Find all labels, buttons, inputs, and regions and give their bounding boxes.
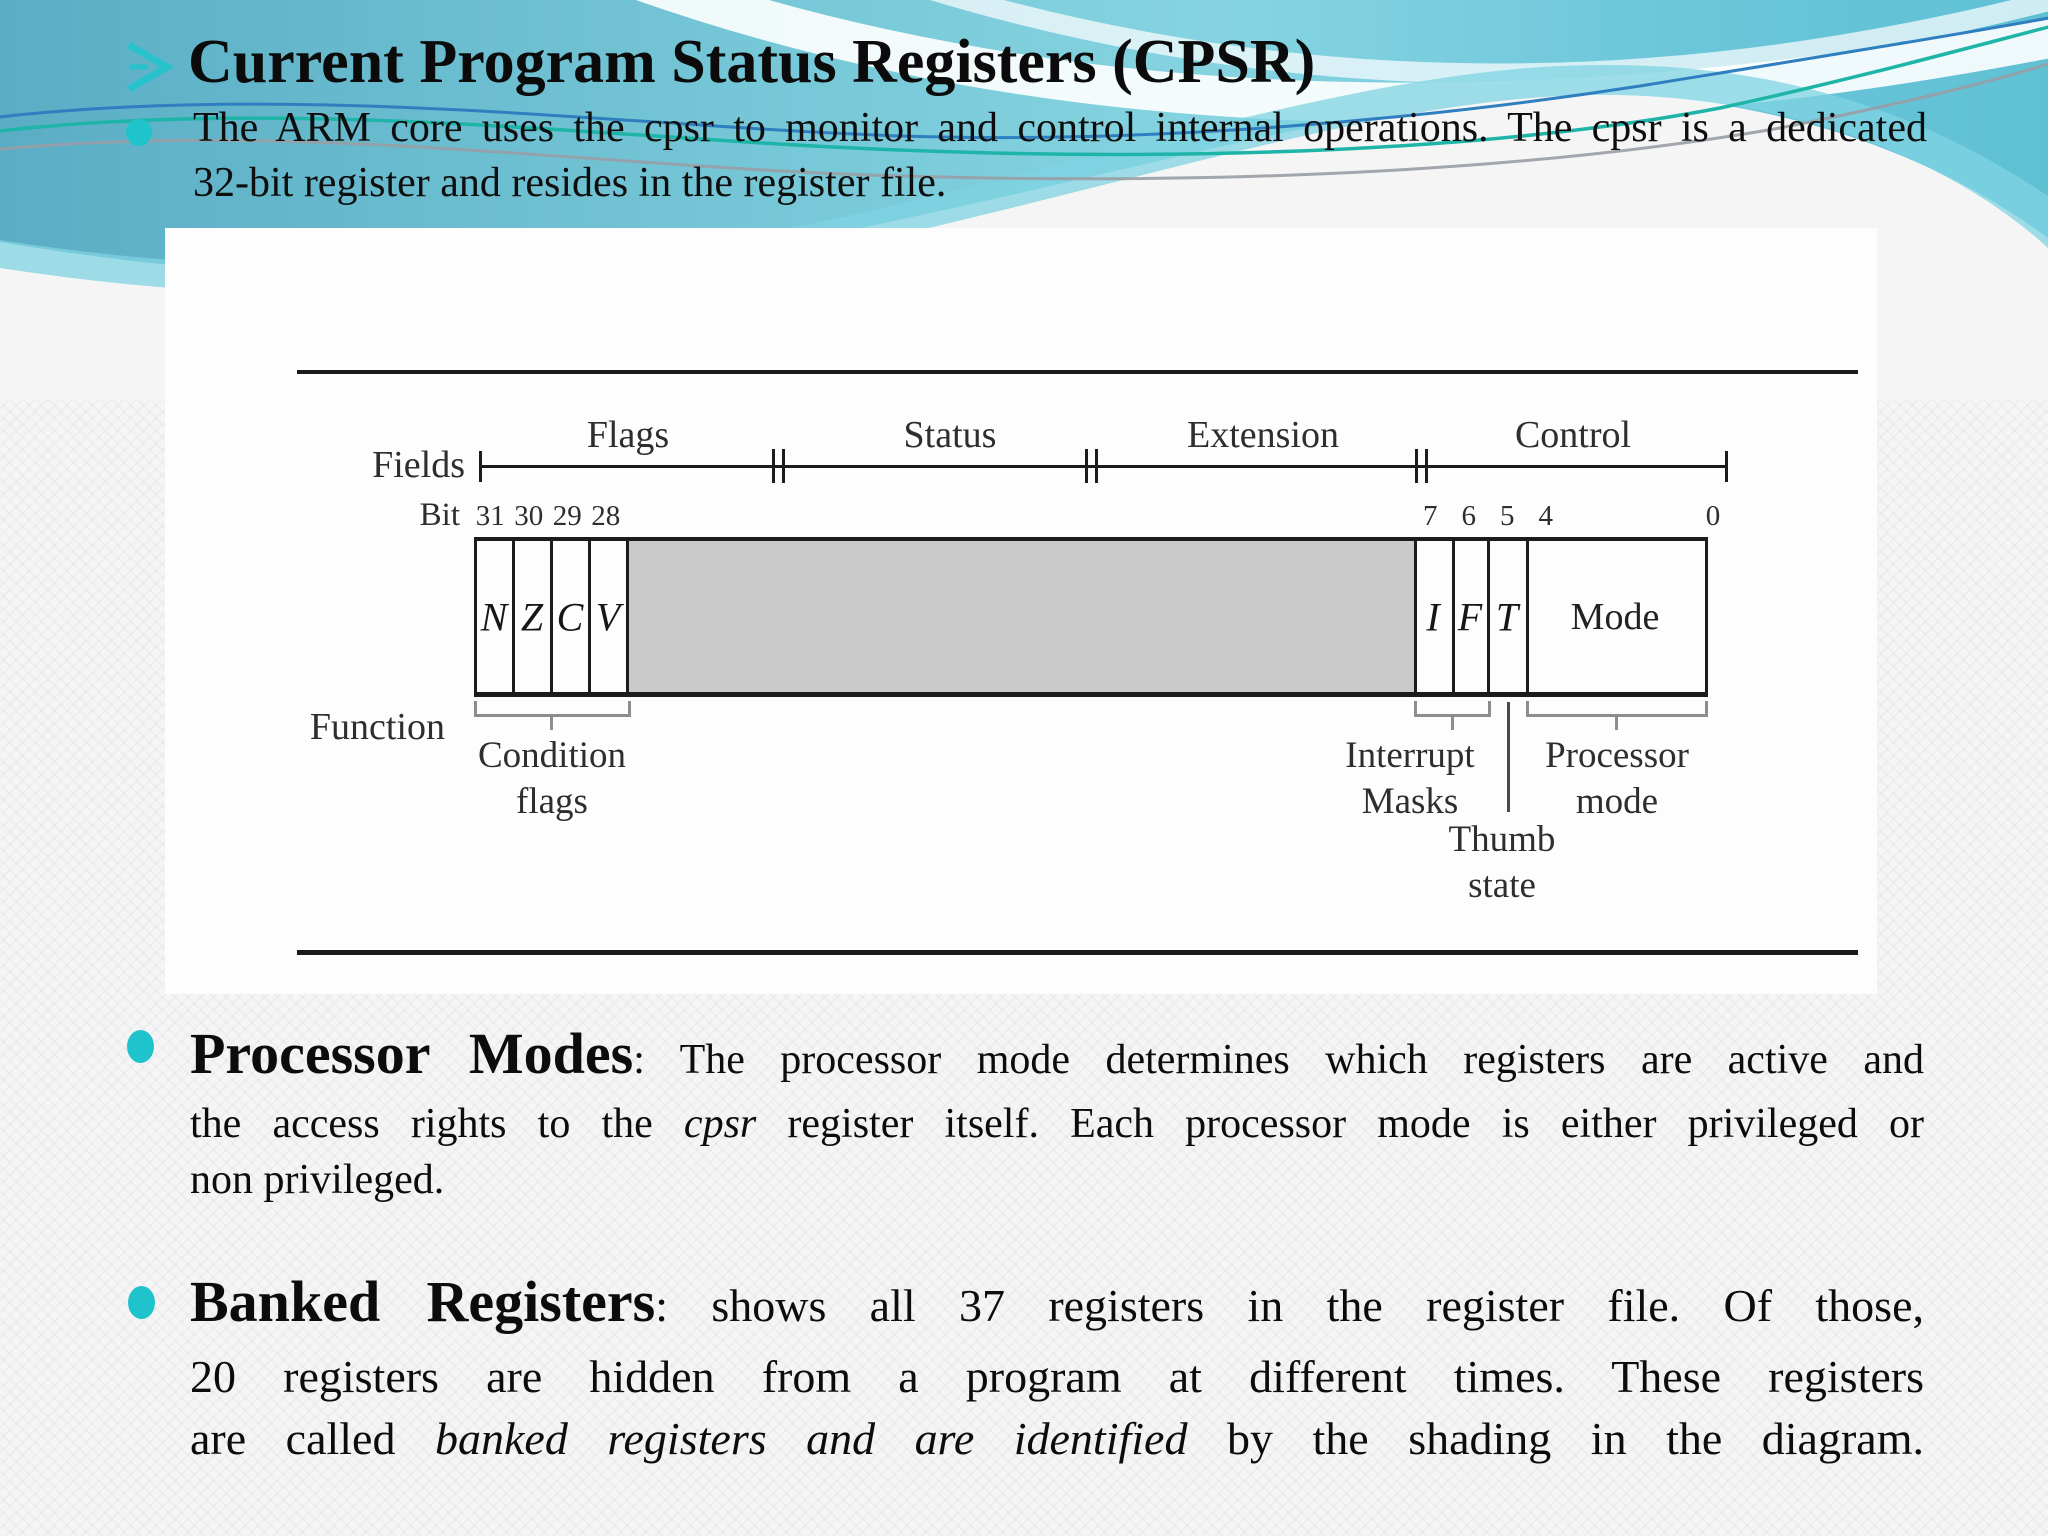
- thumb-pointer-line: [1507, 702, 1510, 812]
- bullet-dot-icon: [127, 1030, 154, 1063]
- bit-number: 31: [475, 500, 505, 532]
- cell-divider: [1487, 541, 1490, 692]
- register-box: N Z C V I F T Mode: [474, 537, 1708, 697]
- processor-mode-label: mode: [1575, 781, 1659, 822]
- processor-modes-line: Processor Modes: The processor mode dete…: [190, 1021, 1925, 1086]
- bit-number: 5: [1500, 500, 1515, 532]
- flag-cell-z: Z: [520, 594, 544, 639]
- interrupt-label: Interrupt: [1345, 735, 1475, 776]
- banked-registers-line: are called banked registers and are iden…: [190, 1413, 1924, 1464]
- bit-number: 29: [552, 500, 582, 532]
- bracket-break-mark: [1415, 449, 1418, 483]
- bracket-stem: [1451, 717, 1454, 730]
- bracket-break-mark: [772, 449, 775, 483]
- thumb-label: state: [1468, 865, 1536, 906]
- processor-modes-line: the access rights to the cpsr register i…: [190, 1101, 1925, 1147]
- bit-number-zero: 0: [1705, 500, 1721, 532]
- page-title: Current Program Status Registers (CPSR): [188, 28, 1316, 96]
- fields-bracket-line: [480, 465, 1727, 468]
- control-cell-t: T: [1495, 594, 1519, 639]
- banked-registers-line: Banked Registers: shows all 37 registers…: [190, 1269, 1924, 1334]
- shaded-unused-field: [626, 541, 1417, 692]
- function-row-label: Function: [309, 706, 445, 748]
- condition-label: flags: [516, 781, 588, 822]
- bracket-tick: [1725, 451, 1728, 482]
- fields-row-label: Fields: [372, 444, 465, 486]
- cell-divider: [1526, 541, 1529, 692]
- bracket-break-mark: [1085, 449, 1088, 483]
- control-cell-i: I: [1426, 594, 1440, 639]
- processor-mode-bracket: [1526, 701, 1708, 717]
- cell-divider: [588, 541, 591, 692]
- bullet-dot-icon: [126, 119, 152, 146]
- intro-paragraph: The ARM core uses the cpsr to monitor an…: [193, 102, 1927, 212]
- bit-number: 30: [514, 500, 544, 532]
- bit-number: 4: [1538, 500, 1554, 532]
- thumb-label: Thumb: [1448, 819, 1556, 860]
- cpsr-diagram: Fields Flags Status Extension Control Bi…: [165, 228, 1877, 994]
- field-label-status: Status: [903, 414, 997, 456]
- field-label-extension: Extension: [1187, 414, 1339, 456]
- condition-label: Condition: [477, 735, 627, 776]
- cell-divider: [512, 541, 515, 692]
- diagram-bottom-rule: [297, 950, 1858, 955]
- bit-number: 7: [1423, 500, 1438, 532]
- control-cell-f: F: [1457, 594, 1483, 639]
- bracket-break-mark: [1425, 449, 1428, 483]
- flag-cell-v: V: [595, 594, 621, 639]
- bracket-break-mark: [1095, 449, 1098, 483]
- flag-cell-c: C: [556, 594, 584, 639]
- intro-line: The ARM core uses the cpsr to monitor an…: [193, 105, 1927, 151]
- cell-divider: [1452, 541, 1455, 692]
- bit-row-label: Bit: [419, 497, 460, 533]
- banked-registers-line: 20 registers are hidden from a program a…: [190, 1351, 1924, 1402]
- flag-cell-n: N: [480, 594, 508, 639]
- condition-bracket: [474, 701, 631, 717]
- interrupt-bracket: [1414, 701, 1491, 717]
- diagram-top-rule: [297, 370, 1858, 374]
- bracket-tick: [479, 451, 482, 482]
- interrupt-label: Masks: [1361, 781, 1459, 822]
- bracket-break-mark: [782, 449, 785, 483]
- bracket-stem: [1615, 717, 1618, 730]
- mode-cell-label: Mode: [1570, 595, 1660, 638]
- processor-mode-label: Processor: [1545, 735, 1689, 776]
- bit-number: 28: [591, 500, 621, 532]
- intro-line: 32-bit register and resides in the regis…: [193, 160, 947, 206]
- bit-number: 6: [1461, 500, 1477, 532]
- processor-modes-line: non privileged.: [190, 1157, 445, 1203]
- field-label-control: Control: [1514, 414, 1632, 456]
- bracket-stem: [550, 717, 553, 730]
- cell-divider: [550, 541, 553, 692]
- arrow-bullet-icon: [127, 41, 174, 93]
- field-label-flags: Flags: [586, 414, 670, 456]
- bullet-dot-icon: [128, 1286, 155, 1319]
